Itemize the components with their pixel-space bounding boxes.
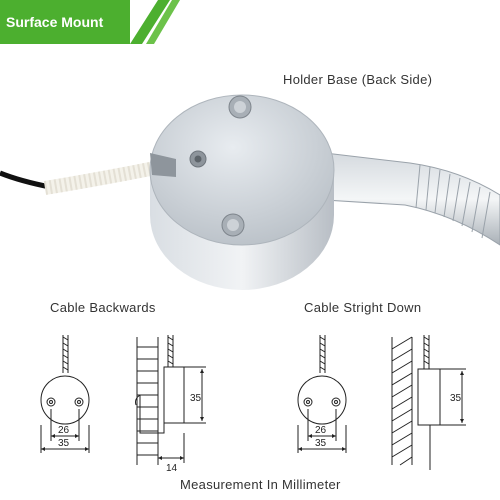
holder-top-face [149, 94, 335, 246]
dim-right-hole-spacing: 26 [315, 425, 327, 436]
holder-base-label: Holder Base (Back Side) [283, 72, 433, 87]
holder-base-illustration [0, 94, 500, 290]
dim-left-hole-spacing: 26 [58, 425, 70, 436]
left-front-view [40, 335, 90, 453]
dim-left-width: 35 [58, 438, 70, 449]
cable-down-label: Cable Stright Down [304, 300, 422, 315]
dim-right-width: 35 [315, 438, 327, 449]
left-side-view [135, 335, 206, 465]
dim-left-offset: 14 [166, 463, 178, 474]
cable-slot [150, 153, 176, 177]
gooseneck-tube [324, 152, 500, 246]
right-side-view [391, 335, 466, 470]
technical-drawings: 26 35 35 14 26 35 35 [40, 335, 466, 474]
banner-stripes [130, 0, 180, 44]
cable-backwards-label: Cable Backwards [50, 300, 156, 315]
braided-sleeve [43, 160, 162, 195]
black-cable [0, 170, 51, 190]
surface-mount-banner: Surface Mount [0, 0, 130, 44]
measurement-label: Measurement In Millimeter [180, 477, 341, 492]
dim-left-height: 35 [190, 393, 202, 404]
right-front-view [297, 335, 347, 453]
dim-right-height: 35 [450, 393, 462, 404]
